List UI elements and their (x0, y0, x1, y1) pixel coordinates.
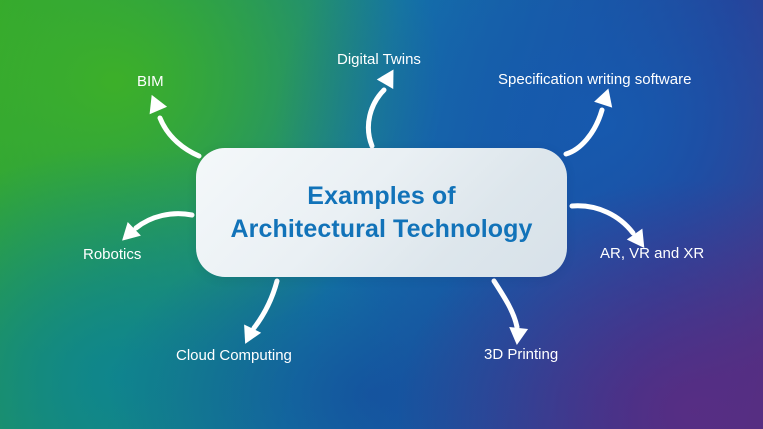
center-card: Examples of Architectural Technology (196, 148, 567, 277)
node-label-cloud-computing: Cloud Computing (176, 347, 292, 364)
node-label-ar-vr-xr: AR, VR and XR (600, 245, 705, 262)
arrowhead-3d-printing (509, 327, 529, 345)
arrowhead-digital-twins (376, 69, 394, 89)
center-title-line-2: Architectural Technology (230, 214, 533, 243)
arrow-path-bim (157, 115, 202, 159)
node-label-bim: BIM (137, 73, 164, 90)
arrow-path-cloud-computing (251, 278, 280, 331)
page-title: Examples of Architectural Technology (231, 180, 533, 246)
arrowhead-bim (149, 94, 168, 115)
arrow-path-digital-twins (365, 87, 387, 149)
arrowhead-ar-vr-xr (626, 228, 645, 249)
arrowhead-cloud-computing (244, 324, 262, 344)
node-label-spec-software: Specification writing software (498, 71, 692, 88)
node-label-digital-twins: Digital Twins (337, 51, 421, 68)
arrowhead-robotics (122, 221, 141, 241)
center-title-line-1: Examples of (307, 181, 456, 210)
arrow-path-3d-printing (491, 278, 520, 330)
node-label-3d-printing: 3D Printing (484, 346, 559, 363)
node-label-robotics: Robotics (83, 246, 142, 263)
arrow-path-spec-software (563, 107, 605, 157)
arrowhead-spec-software (594, 88, 613, 108)
arrow-path-robotics (133, 211, 195, 231)
arrow-path-ar-vr-xr (569, 203, 636, 236)
